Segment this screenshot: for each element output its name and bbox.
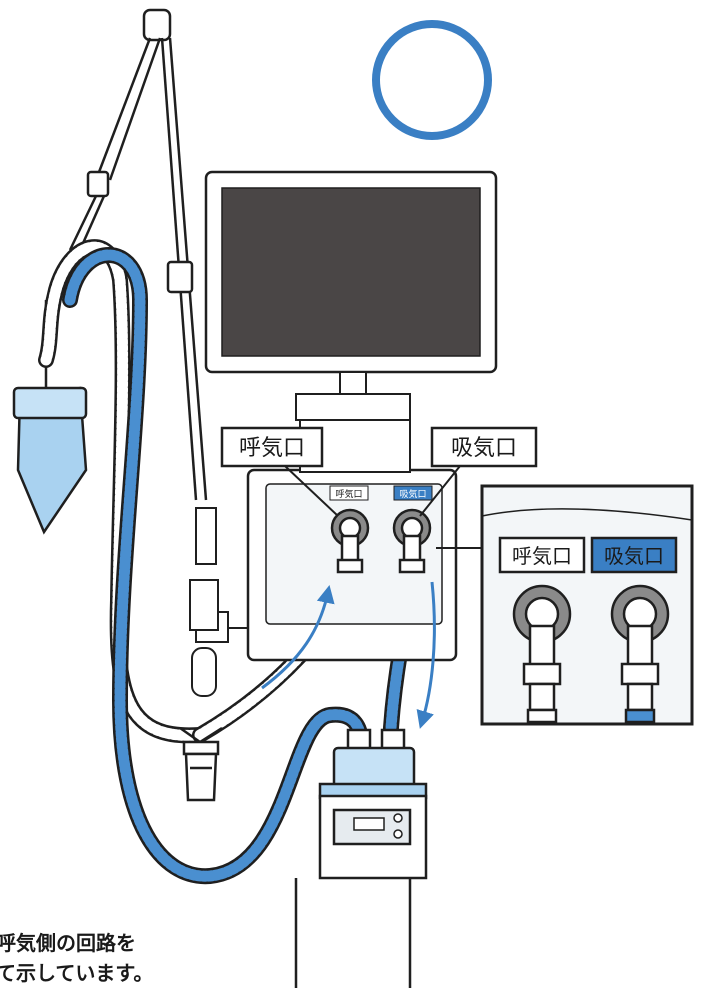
circle-correct-icon xyxy=(372,20,492,140)
monitor-screen xyxy=(221,187,481,357)
panel-small-exhaust-label: 呼気口 xyxy=(335,488,362,500)
y-piece xyxy=(179,726,223,802)
zoom-inset-panel: 呼気口 吸気口 xyxy=(436,484,694,726)
humidifier xyxy=(294,728,428,988)
inhale-flow-arrow xyxy=(416,581,436,729)
reservoir-bag xyxy=(12,300,88,535)
inhale-port-connector xyxy=(392,508,432,574)
caption-line-2: て示しています。 xyxy=(0,961,153,985)
exhaust-port-connector xyxy=(330,508,370,574)
inhale-port-label: 吸気口 xyxy=(451,436,517,461)
inset-exhaust-label: 呼気口 xyxy=(512,544,572,568)
panel-small-inhale-label: 吸気口 xyxy=(399,488,426,500)
caption-line-1: 呼気側の回路を xyxy=(0,931,136,955)
exhaust-callout: 呼気口 xyxy=(220,426,339,517)
inset-inhale-label: 吸気口 xyxy=(604,544,664,568)
exhaust-port-label: 呼気口 xyxy=(239,436,305,461)
inhale-callout: 吸気口 xyxy=(419,426,538,517)
inset-exhaust-connector xyxy=(512,584,572,724)
exhaust-flow-arrow xyxy=(261,584,335,690)
ventilator-monitor xyxy=(204,170,498,421)
inset-inhale-connector xyxy=(610,584,670,724)
hanger-pole xyxy=(68,8,208,501)
